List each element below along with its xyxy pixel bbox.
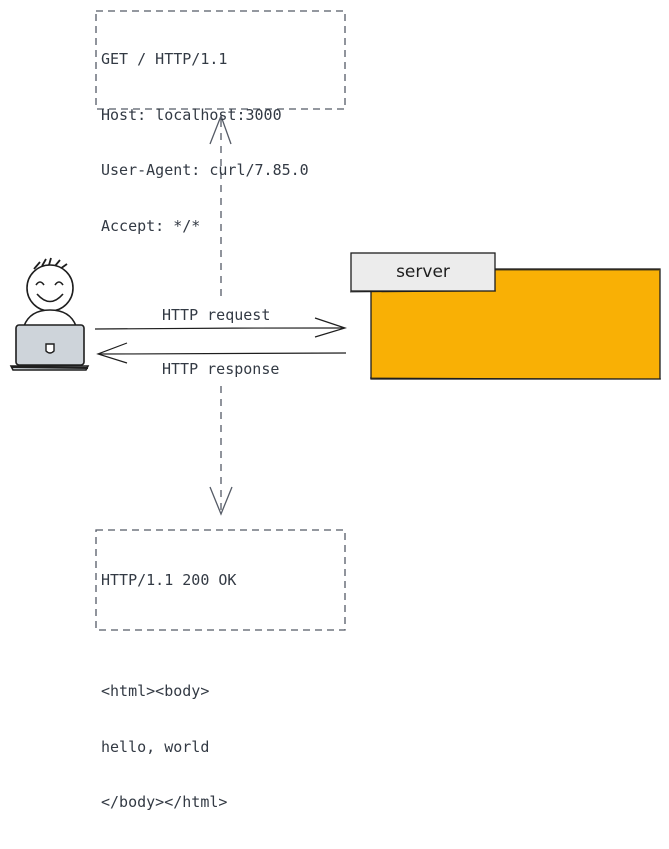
http-response-arrow [96,342,347,364]
http-request-label: HTTP request [162,306,271,324]
body-close-line: </body></html> [101,793,228,811]
http-diagram: GET / HTTP/1.1 Host: localhost:3000 User… [9,10,662,811]
body-content-line: hello, world [101,737,210,756]
host-header: Host: localhost:3000 [101,105,282,124]
status-line: HTTP/1.1 200 OK [101,571,237,589]
response-note-box [95,529,346,631]
response-detail-arrow [209,386,233,516]
response-note-text: HTTP/1.1 200 OK <html><body> hello, worl… [101,534,236,849]
diagram-canvas [9,10,662,631]
body-open-line: <html><body> [101,682,210,700]
smiling-person-icon [23,257,77,327]
request-note-text: GET / HTTP/1.1 Host: localhost:3000 User… [101,13,309,272]
http-response-label: HTTP response [162,360,280,378]
blank-line [101,627,236,646]
http-request-arrow [94,317,347,338]
user-agent-header: User-Agent: curl/7.85.0 [101,161,309,179]
request-detail-arrow [209,114,232,296]
request-note-box [95,10,346,110]
server-label: server [396,262,450,282]
request-line: GET / HTTP/1.1 [101,50,228,68]
laptop-icon [9,324,90,371]
accept-header: Accept: */* [101,216,201,235]
server-tab [349,252,497,293]
